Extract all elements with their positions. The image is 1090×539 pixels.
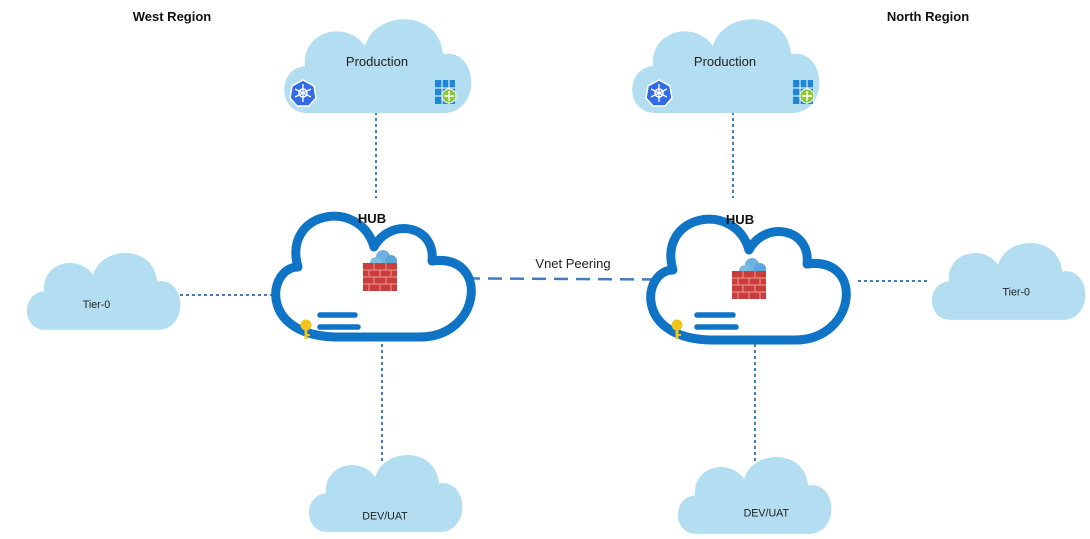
- kubernetes-icon: [289, 79, 317, 107]
- west-tier0-cloud: Tier-0: [26, 252, 181, 330]
- key-icon: [671, 319, 683, 339]
- vnet-icon: [694, 312, 739, 330]
- west-hub-label: HUB: [358, 211, 386, 226]
- west-tier0-label: Tier-0: [83, 299, 111, 311]
- west-hub-cloud: HUB: [276, 211, 472, 339]
- west-region-title: West Region: [133, 9, 212, 24]
- firewall-icon: [732, 258, 766, 299]
- north-hub-label: HUB: [726, 212, 754, 227]
- west-devuat-label: DEV/UAT: [362, 511, 408, 523]
- north-devuat-label: DEV/UAT: [744, 508, 790, 520]
- north-hub-cloud: HUB: [651, 212, 847, 340]
- west-production-label: Production: [346, 54, 408, 69]
- key-icon: [300, 319, 312, 339]
- west-production-cloud: Production: [284, 19, 472, 113]
- firewall-icon: [363, 250, 397, 291]
- vnet-peering-label: Vnet Peering: [535, 256, 610, 271]
- north-region-title: North Region: [887, 9, 969, 24]
- kubernetes-icon: [645, 79, 673, 107]
- north-tier0-label: Tier-0: [1002, 286, 1030, 298]
- north-devuat-cloud: DEV/UAT: [677, 456, 832, 534]
- container-registry-icon: [793, 80, 815, 104]
- vnet-icon: [317, 312, 361, 330]
- north-production-label: Production: [694, 54, 756, 69]
- west-devuat-cloud: DEV/UAT: [308, 454, 463, 532]
- north-production-cloud: Production: [632, 19, 820, 113]
- container-registry-icon: [435, 80, 457, 104]
- north-tier0-cloud: Tier-0: [931, 242, 1086, 320]
